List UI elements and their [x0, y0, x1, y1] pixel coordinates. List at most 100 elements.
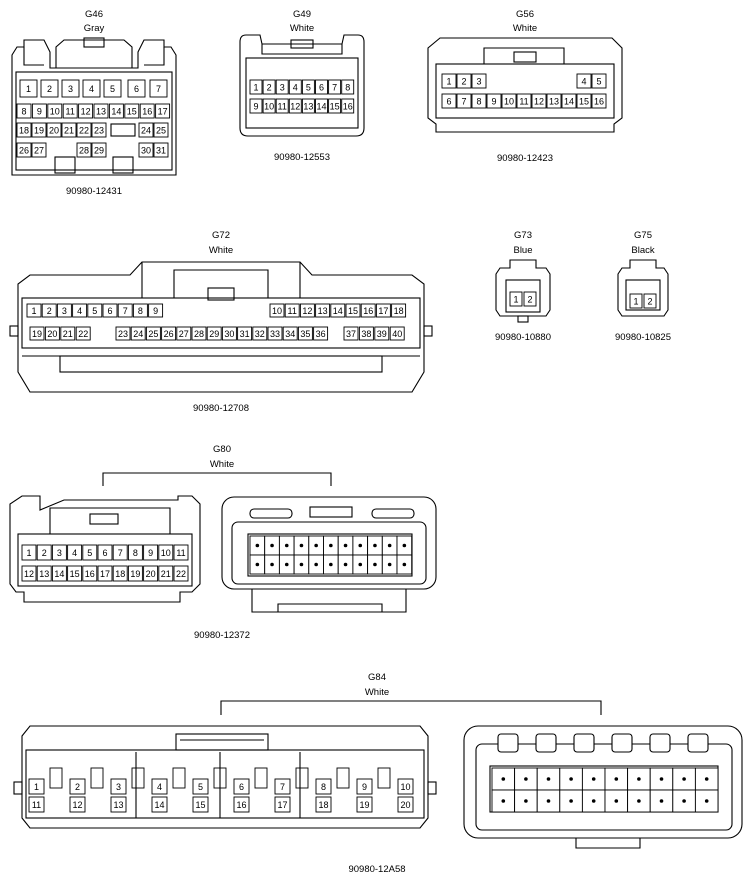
pin-cell: 9 [31, 103, 47, 119]
pin-cell: 2 [262, 79, 276, 95]
pin-cell: 16 [233, 796, 250, 813]
terminal-dot [358, 562, 363, 567]
pin-cell: 4 [67, 544, 83, 561]
g73-part-number: 90980-10880 [495, 332, 551, 343]
g75-color: Black [631, 245, 654, 256]
pin-number: 13 [549, 97, 559, 107]
pin-cell: 6 [233, 778, 250, 795]
g46-lock [55, 39, 133, 68]
pin-cell: 40 [389, 326, 405, 341]
pin-cell: 17 [155, 103, 171, 119]
g56-part-number: 90980-12423 [497, 153, 553, 164]
terminal-dot [704, 799, 709, 803]
g80-latch-right [309, 506, 353, 518]
pin-number: 14 [564, 97, 574, 107]
g56-lock [483, 47, 565, 64]
pin-number: 14 [333, 306, 343, 316]
pin-cell: 3 [471, 73, 487, 89]
latch-tab [687, 733, 709, 753]
pin-cell: 6 [127, 79, 146, 98]
pin-number: 8 [321, 782, 326, 792]
pin-number: 11 [176, 548, 185, 558]
g80-lock [49, 507, 171, 534]
pin-number: 20 [47, 329, 57, 339]
pin-number: 17 [158, 107, 168, 117]
terminal-dot [402, 562, 407, 567]
pin-number: 11 [66, 107, 75, 117]
pin-cell: 17 [97, 565, 113, 582]
pin-number: 18 [318, 800, 328, 810]
pin-cell: 12 [299, 303, 315, 318]
terminal-dot [255, 562, 260, 567]
terminal-dot [343, 543, 348, 548]
terminal-dot [343, 562, 348, 567]
g46-id: G46 [85, 9, 103, 20]
pin-cell: 11 [173, 544, 189, 561]
pin-cell: 12 [78, 103, 94, 119]
terminal-dot [682, 777, 686, 781]
pin-number: 2 [267, 83, 272, 93]
terminal-dot [591, 799, 596, 803]
pin-number: 24 [133, 329, 143, 339]
pin-number: 19 [32, 329, 42, 339]
terminal-dot [358, 543, 363, 548]
pin-number: 14 [111, 107, 121, 117]
cavity [377, 767, 391, 789]
g46-cavity-blank [110, 123, 136, 137]
terminal-dot [591, 777, 596, 781]
terminal-dot [387, 543, 392, 548]
g46-part-number: 90980-12431 [66, 186, 122, 197]
pin-number: 13 [39, 569, 49, 579]
pin-cell: 15 [328, 98, 342, 114]
pin-number: 6 [319, 83, 324, 93]
g73-pin-field [505, 279, 541, 313]
pin-cell: 37 [343, 326, 359, 341]
g72-bottom-rail [59, 355, 383, 373]
g46-pin-field [15, 71, 173, 171]
pin-cell: 7 [328, 79, 342, 95]
terminal-dot [546, 799, 551, 803]
pin-cell: 2 [69, 778, 86, 795]
pin-number: 19 [34, 126, 44, 136]
pin-number: 39 [377, 329, 387, 339]
pin-cell: 16 [591, 93, 607, 109]
pin-number: 10 [161, 548, 171, 558]
g72-ear-right [423, 325, 433, 337]
terminal-dot [659, 777, 664, 781]
g84-ear-right [427, 781, 437, 795]
cavity [295, 767, 309, 789]
pin-number: 6 [134, 84, 139, 94]
g80-part-number: 90980-12372 [194, 630, 250, 641]
terminal-dot [373, 543, 377, 548]
pin-cell: 6 [315, 79, 328, 95]
pin-cell: 1 [629, 293, 643, 309]
pin-cell: 3 [56, 303, 72, 318]
cavity [254, 767, 268, 789]
pin-number: 10 [272, 306, 282, 316]
pin-cell: 8 [471, 93, 487, 109]
cavity [336, 767, 350, 789]
pin-cell: 3 [51, 544, 67, 561]
pin-number: 27 [179, 329, 189, 339]
pin-number: 10 [50, 107, 60, 117]
pin-number: 9 [491, 97, 496, 107]
pin-cell: 3 [61, 79, 80, 98]
pin-cell: 10 [501, 93, 517, 109]
pin-number: 10 [504, 97, 514, 107]
terminal-dot [329, 543, 333, 548]
pin-cell: 9 [356, 778, 373, 795]
terminal-dot [501, 799, 506, 803]
pin-cell: 11 [284, 303, 300, 318]
pin-number: 4 [77, 306, 82, 316]
pin-cell: 5 [301, 79, 315, 95]
pin-cell: 2 [643, 293, 657, 309]
pin-cell: 39 [374, 326, 390, 341]
pin-cell: 24 [130, 326, 146, 341]
pin-number: 13 [96, 107, 106, 117]
pin-cell: 16 [341, 98, 355, 114]
pin-number: 8 [133, 548, 138, 558]
